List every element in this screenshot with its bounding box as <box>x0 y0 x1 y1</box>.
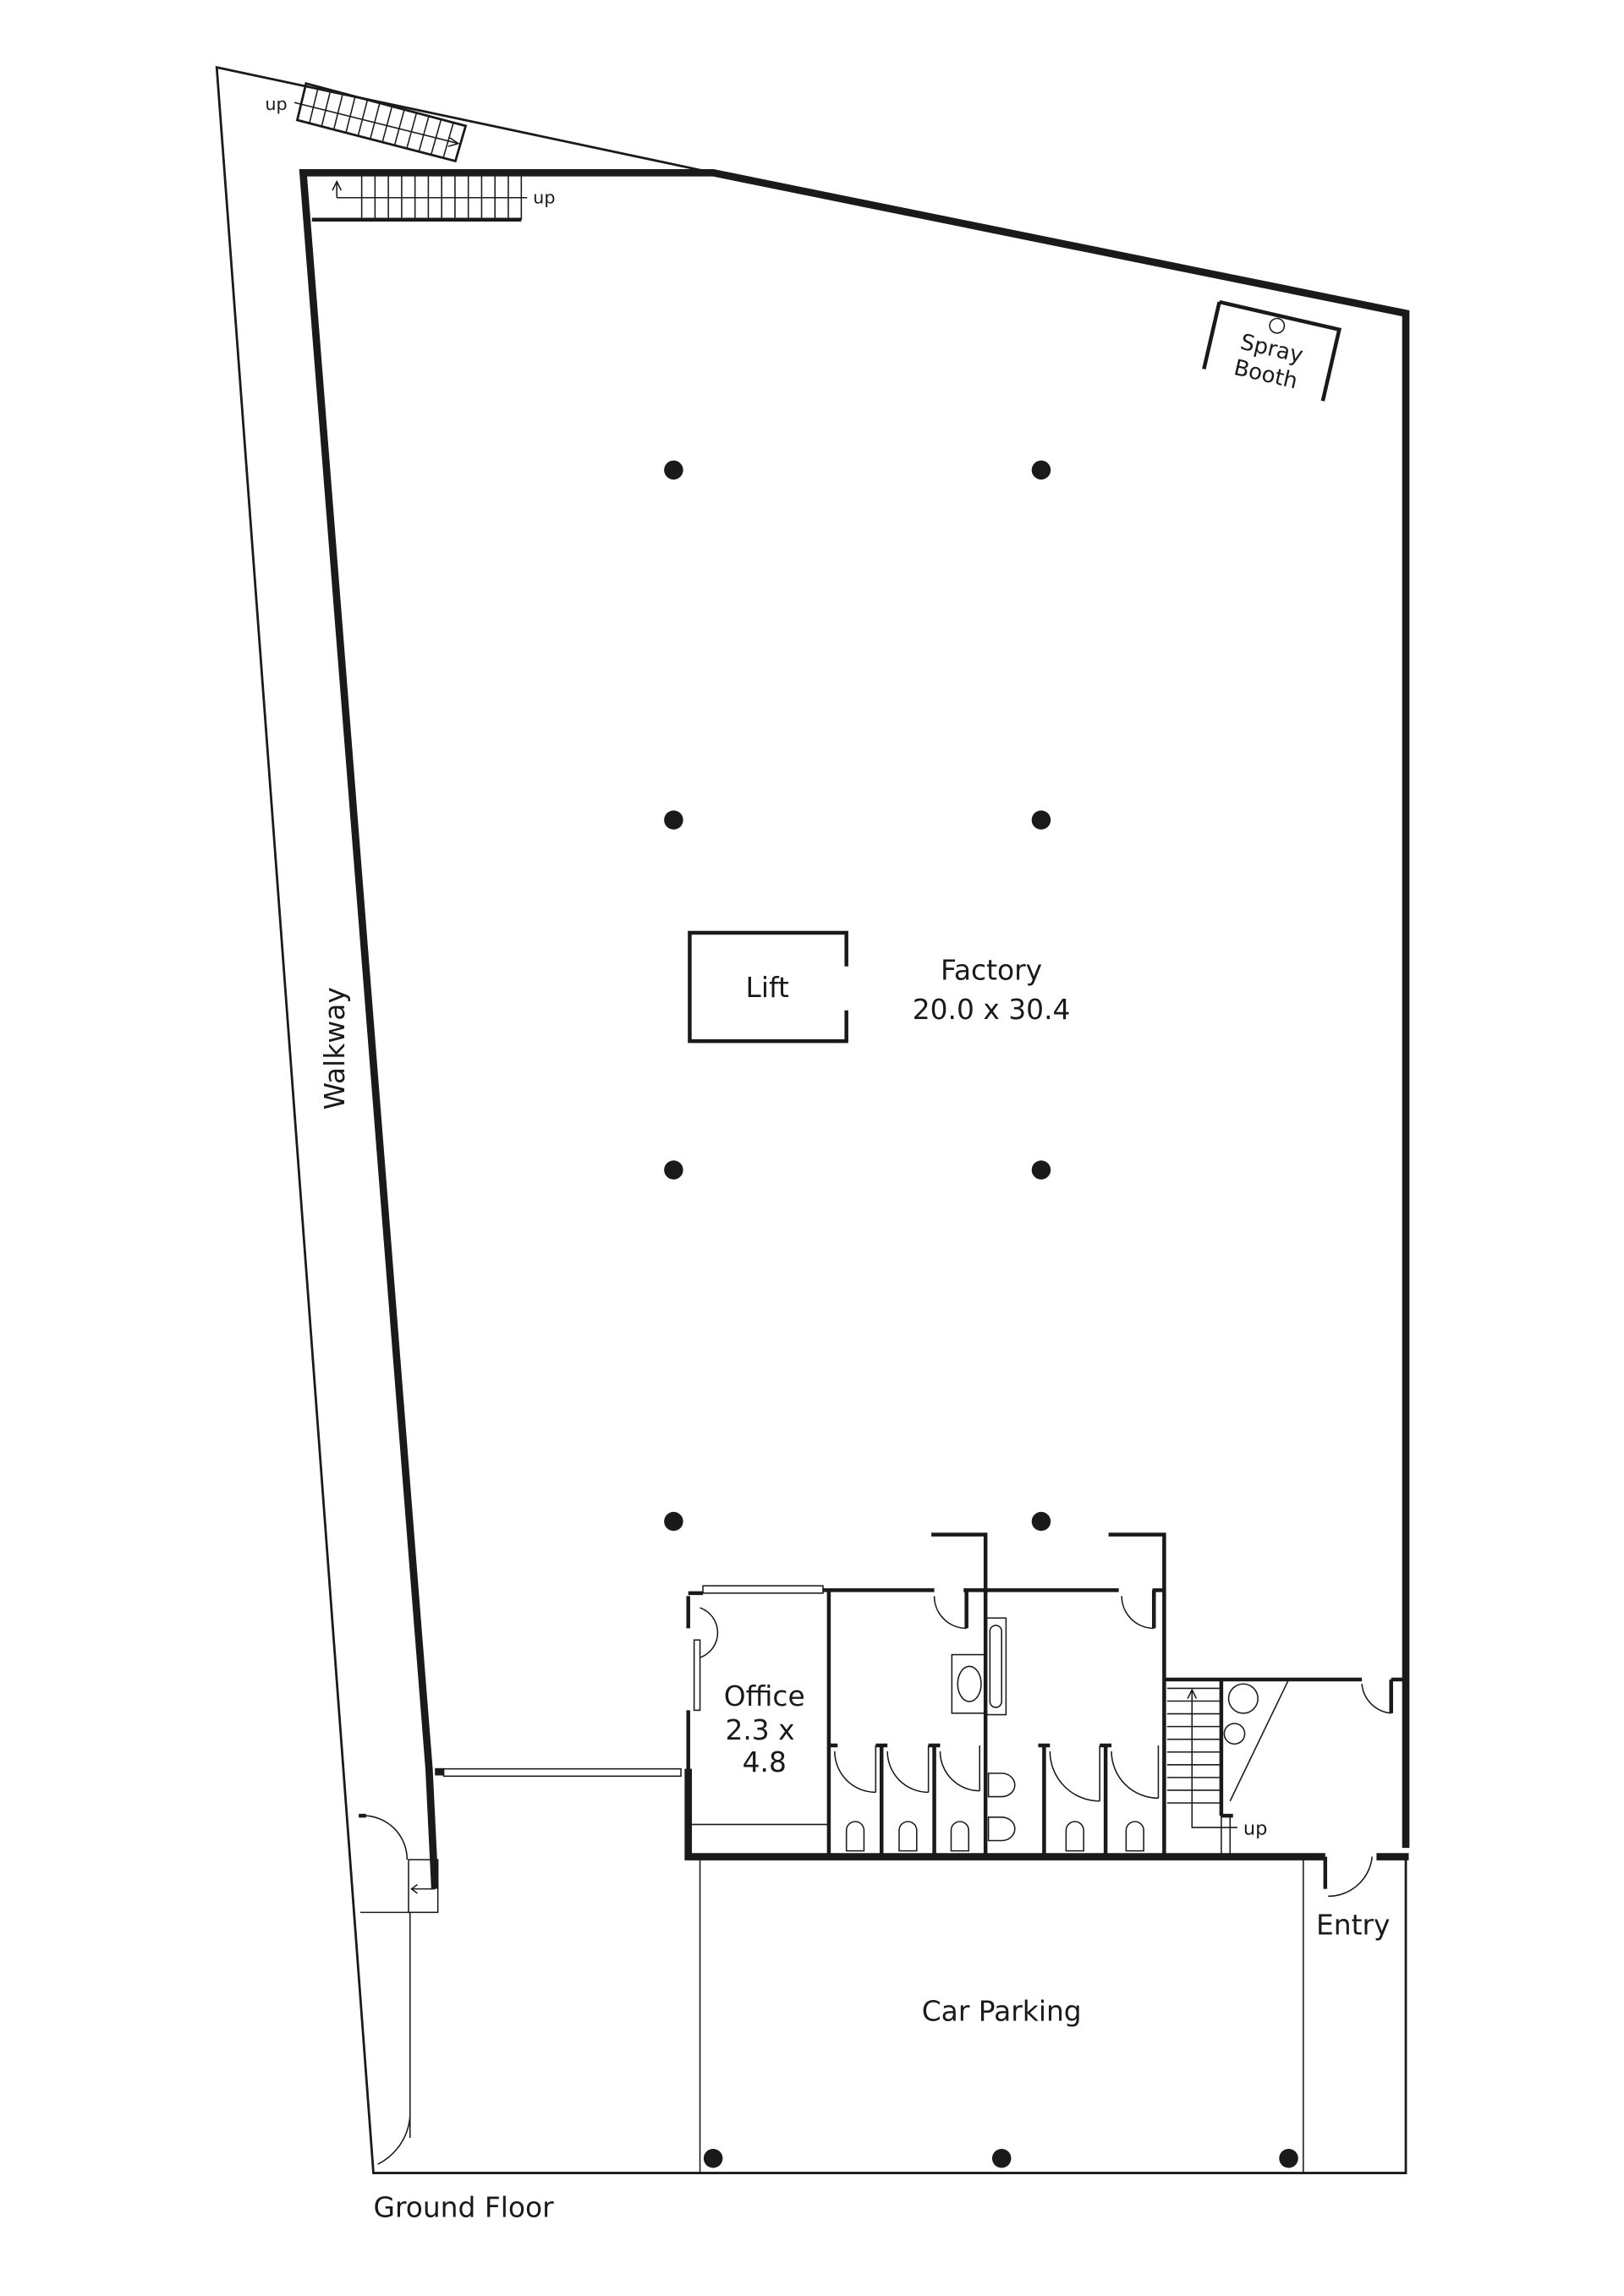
entry-door: Entry <box>1316 1856 1390 1941</box>
stair-tread <box>442 122 454 158</box>
stair-tread <box>430 118 442 156</box>
stair-tread <box>357 99 369 136</box>
toilet-icon <box>845 1821 865 1852</box>
lift-label: Lift <box>746 971 789 1004</box>
toilet-icon <box>1065 1821 1084 1852</box>
door-swing <box>834 1751 876 1794</box>
column <box>664 1511 683 1532</box>
toilet-block <box>822 1532 1166 1857</box>
column <box>1031 1511 1051 1532</box>
stair-up-label: up <box>533 188 555 208</box>
door-swing <box>1111 1751 1159 1800</box>
plant-icon <box>1223 1723 1246 1745</box>
office: Office 2.3 x 4.8 <box>686 1585 831 1857</box>
column <box>1279 2148 1298 2168</box>
stair-tread <box>418 116 430 152</box>
column <box>664 1160 683 1180</box>
office-size: 4.8 <box>743 1745 787 1778</box>
walkway-boundary <box>215 65 1407 2174</box>
entry-label: Entry <box>1316 1908 1390 1941</box>
column <box>1031 1160 1051 1180</box>
outer-staircase: up <box>265 81 468 163</box>
walkway-label: Walkway <box>318 987 351 1110</box>
factory-outer-wall <box>299 168 1410 1889</box>
inner-staircase: up <box>311 175 556 222</box>
column <box>1031 810 1051 830</box>
car-parking: Car Parking <box>699 1860 1304 2173</box>
toilet-icon <box>898 1821 918 1852</box>
column <box>703 2148 723 2168</box>
column <box>991 2148 1012 2168</box>
factory-size: 20.0 x 30.4 <box>913 993 1071 1026</box>
factory-bottom-wall <box>684 1768 1325 1860</box>
car-parking-label: Car Parking <box>922 1994 1082 2027</box>
stair-tread <box>369 102 381 140</box>
door-swing <box>939 1751 980 1792</box>
office-size: 2.3 x <box>725 1713 794 1746</box>
stair-tread <box>406 112 418 149</box>
window <box>442 1767 682 1778</box>
column <box>1031 460 1051 480</box>
door-swing <box>886 1751 929 1794</box>
office-label: Office <box>724 1680 805 1712</box>
stair-tread <box>393 109 405 146</box>
stair-tread <box>381 106 393 143</box>
structural-columns <box>664 460 1298 2168</box>
spray-booth: Spray Booth <box>1202 299 1342 402</box>
stair-tread <box>345 96 356 134</box>
toilet-icon <box>1125 1821 1144 1852</box>
stair-tread <box>309 86 320 123</box>
stair-up-label: up <box>1243 1818 1268 1840</box>
lift: Lift <box>688 930 848 1044</box>
floor-label: Ground Floor <box>373 2190 554 2223</box>
column <box>664 460 683 480</box>
stair-tread <box>332 93 344 130</box>
door-swing <box>1049 1751 1100 1802</box>
column <box>664 810 683 830</box>
factory-label: Factory <box>941 953 1042 986</box>
stair-up-label: up <box>265 94 287 114</box>
rear-staircase: up <box>1164 1677 1407 1857</box>
walkway-door <box>359 1813 439 2165</box>
plant-icon <box>1227 1683 1259 1714</box>
booth-vent-icon <box>1269 317 1286 334</box>
toilet-icon <box>950 1821 970 1852</box>
stair-tread <box>321 90 332 127</box>
